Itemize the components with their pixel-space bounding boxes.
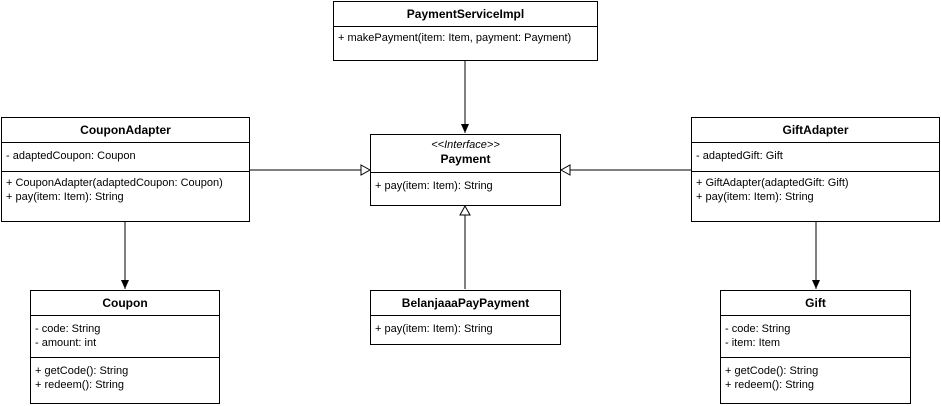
attribute: - amount: int [35, 337, 97, 349]
attribute: - code: String [725, 323, 791, 335]
class-belanjaaapaypayment[interactable]: BelanjaaaPayPayment + pay(item: Item): S… [370, 290, 561, 345]
method: + redeem(): String [725, 379, 814, 391]
methods-section: + getCode(): String + redeem(): String [721, 357, 910, 396]
class-name: BelanjaaaPayPayment [371, 291, 560, 316]
attribute: - code: String [35, 323, 101, 335]
methods-section: + makePayment(item: Item, payment: Payme… [334, 27, 597, 49]
method: + GiftAdapter(adaptedGift: Gift) [696, 177, 849, 189]
attribute: - adaptedCoupon: Coupon [6, 150, 136, 162]
class-coupon[interactable]: Coupon - code: String - amount: int + ge… [30, 290, 220, 404]
methods-section: + pay(item: Item): String [371, 173, 560, 197]
methods-section: + getCode(): String + redeem(): String [31, 357, 219, 396]
method: + redeem(): String [35, 379, 124, 391]
method: + CouponAdapter(adaptedCoupon: Coupon) [6, 177, 223, 189]
method: + pay(item: Item): String [6, 191, 124, 203]
methods-section: + pay(item: Item): String [371, 316, 560, 340]
method: + makePayment(item: Item, payment: Payme… [338, 32, 572, 44]
class-name: GiftAdapter [692, 118, 939, 143]
methods-section: + GiftAdapter(adaptedGift: Gift) + pay(i… [692, 171, 939, 208]
class-name: <<Interface>> Payment [371, 135, 560, 173]
attributes-section: - code: String - amount: int [31, 316, 219, 357]
stereotype-label: <<Interface>> [431, 139, 500, 151]
class-couponadapter[interactable]: CouponAdapter - adaptedCoupon: Coupon + … [1, 117, 250, 222]
methods-section: + CouponAdapter(adaptedCoupon: Coupon) +… [2, 171, 249, 208]
class-name: PaymentServiceImpl [334, 2, 597, 27]
method: + pay(item: Item): String [375, 323, 493, 335]
class-name: Gift [721, 291, 910, 316]
class-giftadapter[interactable]: GiftAdapter - adaptedGift: Gift + GiftAd… [691, 117, 940, 222]
attribute: - adaptedGift: Gift [696, 150, 783, 162]
class-gift[interactable]: Gift - code: String - item: Item + getCo… [720, 290, 911, 404]
attributes-section: - code: String - item: Item [721, 316, 910, 357]
class-name: Coupon [31, 291, 219, 316]
method: + pay(item: Item): String [375, 180, 493, 192]
method: + getCode(): String [35, 365, 129, 377]
class-paymentserviceimpl[interactable]: PaymentServiceImpl + makePayment(item: I… [333, 1, 598, 61]
attributes-section: - adaptedGift: Gift [692, 143, 939, 171]
class-name: CouponAdapter [2, 118, 249, 143]
attribute: - item: Item [725, 337, 781, 349]
interface-payment[interactable]: <<Interface>> Payment + pay(item: Item):… [370, 134, 561, 206]
method: + pay(item: Item): String [696, 191, 814, 203]
attributes-section: - adaptedCoupon: Coupon [2, 143, 249, 171]
method: + getCode(): String [725, 365, 819, 377]
